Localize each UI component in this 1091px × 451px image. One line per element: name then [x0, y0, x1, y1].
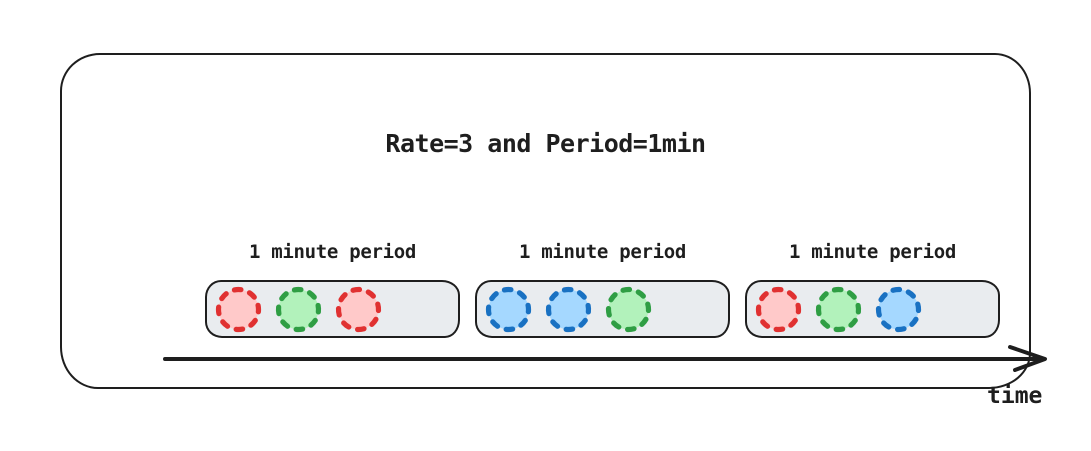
period-box [205, 280, 460, 338]
period-group: 1 minute period [475, 239, 730, 338]
period-box [475, 280, 730, 338]
request-circle-green [275, 286, 322, 332]
request-circle-red [755, 286, 802, 332]
request-circle-blue [875, 286, 922, 332]
request-circle-blue [545, 286, 592, 332]
request-circle-red [215, 286, 262, 332]
outer-container: Rate=3 and Period=1min 1 minute period 1… [60, 53, 1047, 409]
time-arrow [163, 345, 1047, 372]
arrowhead-icon [1008, 345, 1047, 372]
request-circle-green [605, 286, 652, 332]
period-label: 1 minute period [788, 241, 957, 263]
time-axis-label: time [987, 383, 1043, 409]
request-circle-blue [485, 286, 532, 332]
period-group: 1 minute period [205, 239, 460, 338]
periods-row: 1 minute period 1 minute period 1 minute… [205, 239, 1000, 338]
period-group: 1 minute period [745, 239, 1000, 338]
period-label: 1 minute period [518, 241, 687, 263]
period-box [745, 280, 1000, 338]
diagram-title: Rate=3 and Period=1min [385, 129, 706, 158]
period-label: 1 minute period [248, 241, 417, 263]
request-circle-red [335, 286, 382, 332]
request-circle-green [815, 286, 862, 332]
